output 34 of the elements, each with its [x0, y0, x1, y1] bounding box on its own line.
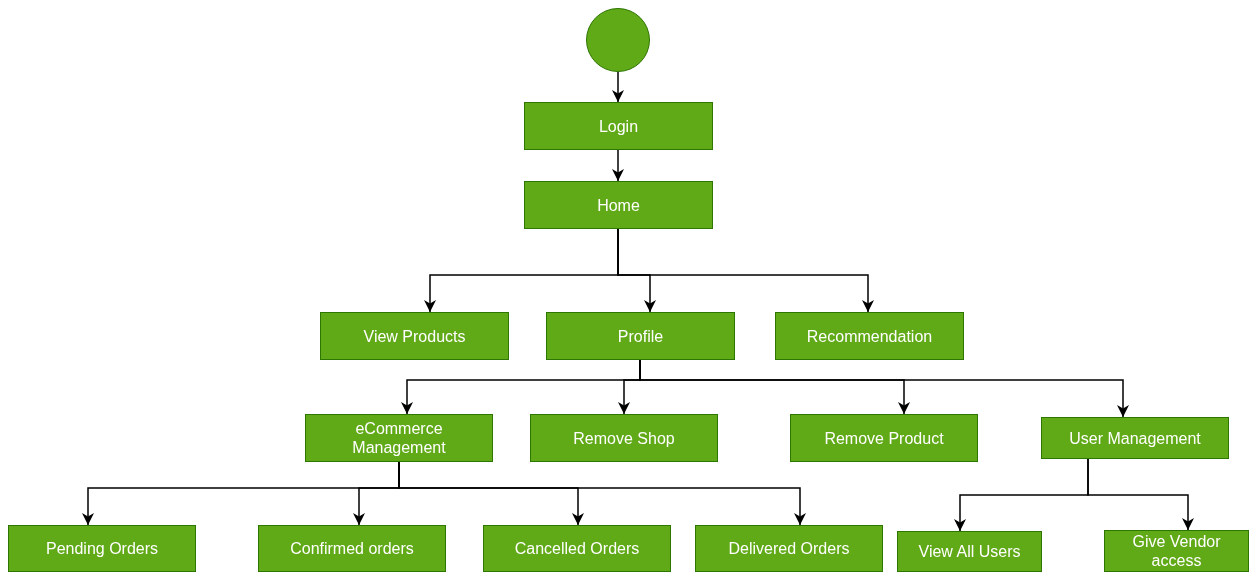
- box-label: Cancelled Orders: [514, 539, 640, 558]
- process-box: [1041, 417, 1229, 459]
- process-box: [258, 525, 446, 572]
- arrow: [612, 149, 624, 182]
- process-box: [524, 102, 713, 150]
- box-label: View All Users: [918, 542, 1021, 561]
- process-box: [695, 525, 883, 572]
- process-box: [524, 181, 713, 229]
- process-box: [305, 414, 493, 462]
- process-box: [530, 414, 718, 462]
- process-box: [1104, 530, 1249, 572]
- box-label: Confirmed orders: [290, 539, 414, 558]
- box-label: View Products: [363, 326, 466, 346]
- box-label: Pending Orders: [45, 539, 159, 558]
- arrow: [612, 71, 624, 103]
- box-label: eCommerce Management: [351, 419, 447, 457]
- process-box: [320, 312, 509, 360]
- process-box: [546, 312, 735, 360]
- box-label: Remove Product: [824, 428, 944, 448]
- box-label: User Management: [1069, 428, 1201, 448]
- box-label: Give Vendor access: [1131, 532, 1222, 570]
- arrow: [1087, 458, 1194, 531]
- box-label: Delivered Orders: [728, 539, 850, 558]
- process-box: [8, 525, 196, 572]
- box-label: Remove Shop: [573, 428, 675, 448]
- arrow: [617, 228, 874, 313]
- process-box: [790, 414, 978, 462]
- box-label: Profile: [617, 326, 664, 346]
- box-label: Recommendation: [806, 326, 933, 346]
- process-box: [483, 525, 671, 572]
- box-label: Login: [598, 116, 639, 136]
- process-box: [897, 531, 1042, 572]
- process-box: [775, 312, 964, 360]
- box-label: Home: [597, 195, 640, 215]
